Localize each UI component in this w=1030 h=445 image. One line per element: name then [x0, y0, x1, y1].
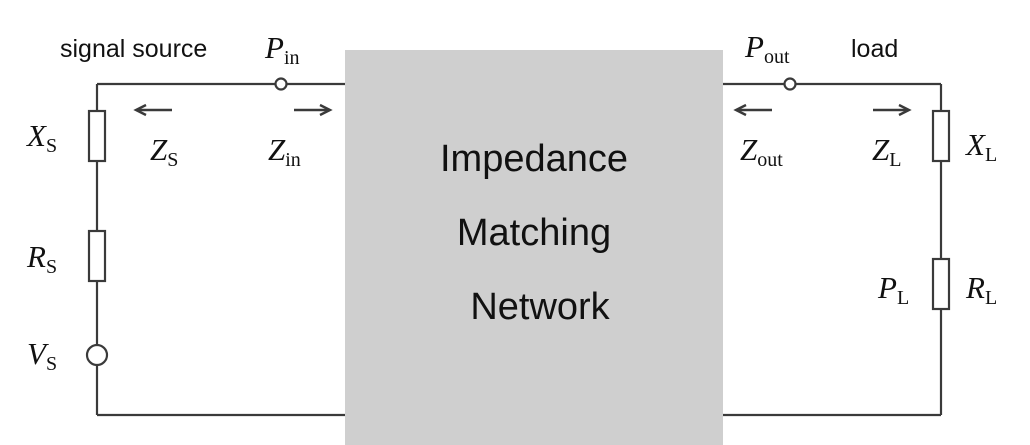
p-l-sub: L: [897, 287, 909, 309]
x-s-sub: S: [46, 135, 57, 157]
r-s-label: RS: [26, 239, 57, 278]
v-s-label: VS: [27, 336, 57, 375]
p-out-sub: out: [764, 46, 790, 68]
matching-network-box: [345, 50, 723, 445]
x-l-main: X: [964, 127, 986, 162]
source-resistance-resistor-symbol: [87, 229, 107, 283]
p-in-label: Pin: [264, 30, 300, 69]
network-label-line-2: Matching: [457, 212, 611, 254]
zl-arrow: [873, 103, 912, 117]
z-in-label: Zin: [268, 132, 301, 171]
p-out-label: Pout: [744, 29, 790, 68]
load-label: load: [851, 35, 898, 63]
z-l-main: Z: [872, 132, 890, 167]
p-out-main: P: [744, 29, 764, 64]
z-in-sub: in: [285, 149, 301, 171]
x-l-sub: L: [985, 144, 997, 166]
z-l-label: ZL: [872, 132, 901, 171]
z-l-sub: L: [889, 149, 901, 171]
r-l-sub: L: [985, 287, 997, 309]
source-reactance-resistor-symbol: [87, 109, 107, 163]
z-s-label: ZS: [150, 132, 178, 171]
zout-arrow: [733, 103, 772, 117]
r-l-main: R: [965, 270, 985, 305]
output-terminal-node: [783, 77, 797, 91]
v-s-sub: S: [46, 353, 57, 375]
z-out-main: Z: [740, 132, 758, 167]
x-s-main: X: [25, 118, 47, 153]
network-label-line-1: Impedance: [440, 138, 628, 180]
v-s-main: V: [27, 336, 49, 371]
load-resistance-resistor-symbol: [931, 257, 951, 311]
zin-arrow: [294, 103, 333, 117]
z-s-main: Z: [150, 132, 168, 167]
x-l-label: XL: [964, 127, 997, 166]
load-reactance-resistor-symbol: [931, 109, 951, 163]
zs-arrow: [133, 103, 172, 117]
p-in-main: P: [264, 30, 284, 65]
signal-source-label: signal source: [60, 35, 207, 63]
r-s-main: R: [26, 239, 46, 274]
voltage-source-symbol: [85, 343, 109, 367]
z-out-sub: out: [757, 149, 783, 171]
network-label-line-3: Network: [470, 286, 610, 328]
z-in-main: Z: [268, 132, 286, 167]
r-l-label: RL: [965, 270, 997, 309]
z-s-sub: S: [167, 149, 178, 171]
p-l-label: PL: [877, 270, 909, 309]
r-s-sub: S: [46, 256, 57, 278]
z-out-label: Zout: [740, 132, 783, 171]
input-terminal-node: [274, 77, 288, 91]
x-s-label: XS: [25, 118, 57, 157]
p-in-sub: in: [284, 47, 300, 69]
p-l-main: P: [877, 270, 897, 305]
